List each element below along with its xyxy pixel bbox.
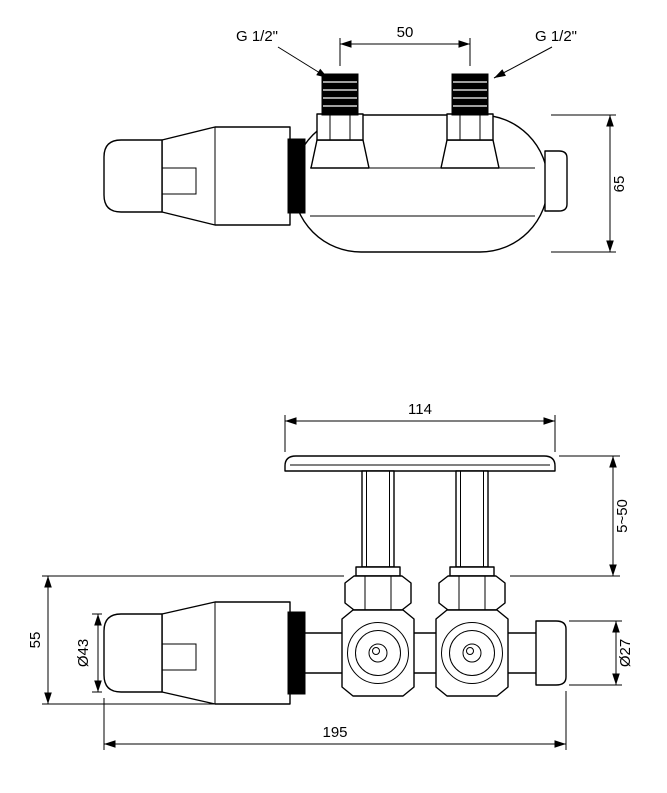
dim-50: 50 bbox=[339, 24, 471, 66]
hex-nut-left-top bbox=[316, 113, 364, 141]
leader-right bbox=[493, 46, 553, 79]
head-notch-top bbox=[162, 167, 197, 195]
head-handle-top bbox=[103, 139, 163, 213]
pipe-right bbox=[455, 470, 489, 568]
dim-5-50-label: 5~50 bbox=[614, 499, 631, 533]
head-collar-front bbox=[287, 611, 306, 695]
valve-knob-left bbox=[347, 622, 409, 684]
head-cone-front bbox=[161, 601, 291, 705]
thread-label-left-text: G 1/2" bbox=[236, 28, 278, 45]
dim-114-label: 114 bbox=[408, 401, 432, 418]
valve-body-right bbox=[435, 609, 509, 697]
thread-label-right: G 1/2" bbox=[493, 28, 577, 79]
hex-nut-right-top bbox=[446, 113, 494, 141]
thread-label-right-text: G 1/2" bbox=[535, 28, 577, 45]
top-view: 50 65 G 1/2" G 1/2" bbox=[103, 24, 628, 253]
thread-left bbox=[321, 73, 359, 116]
thread-connector-right bbox=[440, 73, 500, 169]
dim-65-label: 65 bbox=[611, 176, 628, 193]
pipe-left bbox=[361, 470, 395, 568]
cone-skirt-left bbox=[310, 139, 370, 169]
wall-plate bbox=[284, 455, 556, 472]
dim-55: 55 bbox=[27, 575, 344, 705]
head-cone-top bbox=[161, 126, 291, 226]
dim-55-label: 55 bbox=[27, 632, 44, 649]
union-nut-left bbox=[344, 566, 412, 611]
union-nut-right bbox=[438, 566, 506, 611]
front-view: 114 5~50 Ø27 55 Ø43 bbox=[27, 401, 634, 750]
dim-50-label: 50 bbox=[397, 24, 414, 41]
head-collar-top bbox=[287, 138, 306, 214]
dim-195-label: 195 bbox=[322, 724, 347, 741]
dim-o27-label: Ø27 bbox=[617, 639, 634, 667]
thread-connector-left bbox=[310, 73, 370, 169]
end-cap-front bbox=[535, 620, 567, 686]
head-handle-front bbox=[103, 613, 163, 693]
dim-114: 114 bbox=[284, 401, 556, 452]
thermostatic-head-top bbox=[103, 126, 306, 226]
dim-o27: Ø27 bbox=[569, 620, 634, 686]
dim-195: 195 bbox=[103, 691, 567, 750]
end-cap-top bbox=[544, 150, 568, 212]
thread-right bbox=[451, 73, 489, 116]
dim-o43-label: Ø43 bbox=[75, 639, 92, 667]
thread-label-left: G 1/2" bbox=[236, 28, 329, 79]
dim-65: 65 bbox=[551, 114, 628, 253]
head-notch-front bbox=[162, 643, 197, 671]
dim-5-50: 5~50 bbox=[510, 455, 631, 577]
cone-skirt-right bbox=[440, 139, 500, 169]
leader-left bbox=[277, 46, 329, 79]
valve-knob-right bbox=[441, 622, 503, 684]
thermostatic-head-front bbox=[103, 601, 306, 705]
valve-body-left bbox=[341, 609, 415, 697]
manifold-connectors bbox=[305, 632, 536, 674]
dim-o43: Ø43 bbox=[75, 613, 102, 693]
